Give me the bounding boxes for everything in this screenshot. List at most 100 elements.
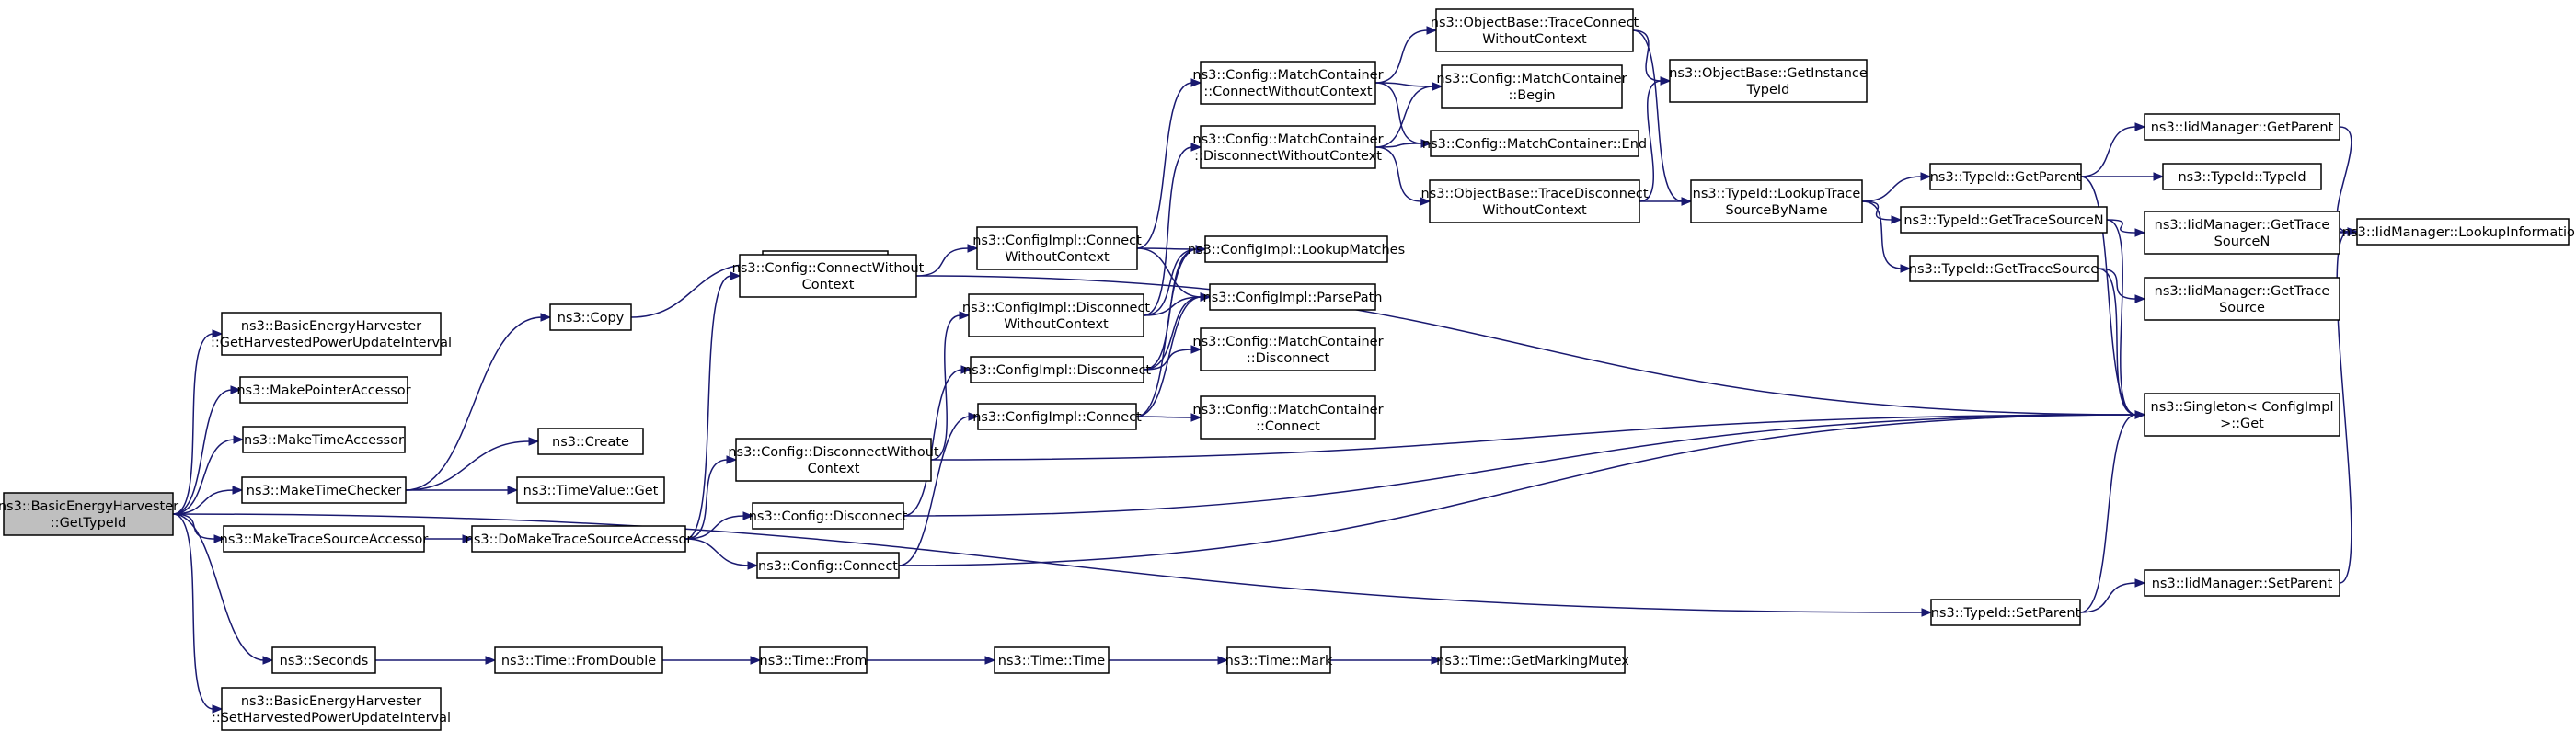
node-cfg-connect-w-c[interactable]: ns3::Config::ConnectWithoutContext: [732, 254, 925, 298]
edge-arrowhead: [967, 244, 979, 253]
node-cfg-disconnect[interactable]: ns3::Config::Disconnect: [749, 502, 908, 530]
node-label: ns3::Time::From: [760, 654, 868, 669]
node-ci-parse-path[interactable]: ns3::ConfigImpl::ParsePath: [1203, 283, 1383, 311]
node-box: [221, 312, 442, 356]
call-edge: [1632, 29, 1684, 202]
call-edge: [1374, 82, 1423, 144]
node-tid-get-trace-source-n[interactable]: ns3::TypeId::GetTraceSourceN: [1900, 206, 2108, 234]
node-label: WithoutContext: [1482, 203, 1587, 218]
node-box: [223, 525, 425, 553]
edge-arrowhead: [1195, 245, 1207, 254]
edge-arrowhead: [1420, 139, 1432, 148]
node-label: ::DisconnectWithoutContext: [1194, 149, 1382, 164]
edge-arrowhead: [1190, 78, 1202, 87]
node-ci-connect[interactable]: ns3::ConfigImpl::Connect: [972, 403, 1142, 430]
node-box: [977, 403, 1137, 430]
call-edge: [684, 515, 745, 540]
node-mc-disconnect[interactable]: ns3::Config::MatchContainer::Disconnect: [1192, 327, 1384, 372]
node-ci-disconnect-w-c[interactable]: ns3::ConfigImpl::DisconnectWithoutContex…: [962, 293, 1151, 337]
node-box: [2144, 393, 2340, 437]
node-label: Context: [802, 278, 855, 292]
node-get-harvested[interactable]: ns3::BasicEnergyHarvester::GetHarvestedP…: [211, 312, 452, 356]
node-iid-get-parent[interactable]: ns3::IidManager::GetParent: [2144, 113, 2340, 141]
node-label: ns3::DoMakeTraceSourceAccessor: [466, 532, 693, 547]
node-iid-set-parent[interactable]: ns3::IidManager::SetParent: [2144, 569, 2340, 597]
call-edge: [1136, 247, 1202, 298]
node-do-make-t-s-acc[interactable]: ns3::DoMakeTraceSourceAccessor: [466, 525, 693, 553]
node-label: SourceByName: [1725, 203, 1827, 218]
node-singleton-get[interactable]: ns3::Singleton< ConfigImpl >::Get: [2144, 393, 2340, 437]
edge-arrowhead: [2134, 228, 2146, 237]
node-mc-begin[interactable]: ns3::Config::MatchContainer::Begin: [1436, 64, 1627, 109]
node-ci-connect-w-c[interactable]: ns3::ConfigImpl::ConnectWithoutContext: [972, 226, 1142, 270]
node-tid-set-parent[interactable]: ns3::TypeId::SetParent: [1930, 599, 2081, 626]
node-ob-trace-connect-w-c[interactable]: ns3::ObjectBase::TraceConnectWithoutCont…: [1431, 8, 1639, 52]
edge-arrowhead: [230, 385, 242, 394]
node-cfg-disconnect-w-c[interactable]: ns3::Config::DisconnectWithoutContext: [728, 438, 939, 482]
node-mc-connect[interactable]: ns3::Config::MatchContainer::Connect: [1192, 395, 1384, 440]
node-time-from[interactable]: ns3::Time::From: [759, 646, 868, 674]
edge-arrowhead: [507, 486, 519, 495]
node-set-harvested[interactable]: ns3::BasicEnergyHarvester::SetHarvestedP…: [212, 687, 451, 731]
node-tid-type-id[interactable]: ns3::TypeId::TypeId: [2162, 163, 2322, 190]
node-label: ns3::ObjectBase::GetInstance: [1669, 66, 1868, 81]
edge-arrowhead: [730, 271, 742, 280]
node-box: [1930, 599, 2081, 626]
node-make-time-chk[interactable]: ns3::MakeTimeChecker: [241, 476, 407, 504]
node-iid-lookup-info[interactable]: ns3::IidManager::LookupInformation: [2342, 218, 2576, 246]
node-label: ns3::Singleton< ConfigImpl: [2151, 400, 2334, 415]
node-label: ns3::Time::Time: [998, 654, 1106, 669]
node-box: [242, 426, 406, 453]
node-label: ns3::Config::Disconnect: [749, 509, 908, 524]
node-mc-connect-w-c[interactable]: ns3::Config::MatchContainer::ConnectWith…: [1192, 61, 1384, 105]
node-ci-lookup-matches[interactable]: ns3::ConfigImpl::LookupMatches: [1188, 235, 1405, 263]
node-mc-disconnect-w-c[interactable]: ns3::Config::MatchContainer::DisconnectW…: [1192, 125, 1384, 169]
node-time-mark[interactable]: ns3::Time::Mark: [1225, 646, 1333, 674]
node-iid-get-trace-source-n[interactable]: ns3::IidManager::GetTraceSourceN: [2144, 211, 2340, 255]
node-box: [1441, 64, 1623, 109]
node-make-t-s-acc[interactable]: ns3::MakeTraceSourceAccessor: [220, 525, 429, 553]
node-box: [2144, 277, 2340, 321]
node-label: ns3::BasicEnergyHarvester: [0, 499, 178, 514]
node-cfg-connect[interactable]: ns3::Config::Connect: [756, 552, 900, 579]
edge-arrowhead: [1681, 197, 1693, 206]
edge-arrowhead: [485, 656, 497, 665]
node-label: ns3::ObjectBase::TraceDisconnect: [1420, 187, 1648, 201]
node-time-from-double[interactable]: ns3::Time::FromDouble: [494, 646, 663, 674]
node-tid-get-trace-source[interactable]: ns3::TypeId::GetTraceSource: [1909, 255, 2099, 282]
call-edge: [684, 459, 729, 540]
node-label: ::ConnectWithoutContext: [1203, 85, 1373, 99]
call-edge: [2097, 268, 2137, 300]
edge-arrowhead: [984, 656, 996, 665]
node-make-time-acc[interactable]: ns3::MakeTimeAccessor: [242, 426, 406, 453]
node-label: ns3::MakeTimeAccessor: [244, 433, 404, 448]
node-label: SourceN: [2214, 234, 2271, 249]
node-ci-disconnect[interactable]: ns3::ConfigImpl::Disconnect: [963, 356, 1152, 383]
edge-arrowhead: [212, 329, 224, 338]
node-time-get-marking-mutex[interactable]: ns3::Time::GetMarkingMutex: [1436, 646, 1629, 674]
node-seconds[interactable]: ns3::Seconds: [271, 646, 376, 674]
node-box: [1430, 130, 1639, 157]
node-make-ptr-acc[interactable]: ns3::MakePointerAccessor: [236, 376, 411, 404]
node-tid-get-parent[interactable]: ns3::TypeId::GetParent: [1929, 163, 2082, 190]
node-ob-trace-disconnect-w-c[interactable]: ns3::ObjectBase::TraceDisconnectWithoutC…: [1420, 179, 1649, 223]
call-edge: [172, 513, 214, 710]
node-create[interactable]: ns3::Create: [537, 428, 644, 455]
node-mc-end[interactable]: ns3::Config::MatchContainer::End: [1422, 130, 1647, 157]
node-box: [2144, 211, 2340, 255]
node-label: ns3::ConfigImpl::Disconnect: [963, 363, 1152, 378]
node-box: [1226, 646, 1331, 674]
node-copy[interactable]: ns3::Copy: [549, 303, 632, 331]
node-label: ns3::IidManager::GetTrace: [2155, 284, 2330, 299]
node-label: TypeId: [1746, 83, 1790, 97]
node-box: [271, 646, 376, 674]
node-time-value-get[interactable]: ns3::TimeValue::Get: [516, 476, 665, 504]
node-time-time[interactable]: ns3::Time::Time: [994, 646, 1110, 674]
call-edge: [1136, 82, 1193, 249]
node-root[interactable]: ns3::BasicEnergyHarvester::GetTypeId: [0, 492, 178, 536]
node-label: ns3::Copy: [558, 311, 625, 326]
node-iid-get-trace-source[interactable]: ns3::IidManager::GetTraceSource: [2144, 277, 2340, 321]
node-label: ns3::Config::Connect: [758, 559, 898, 574]
